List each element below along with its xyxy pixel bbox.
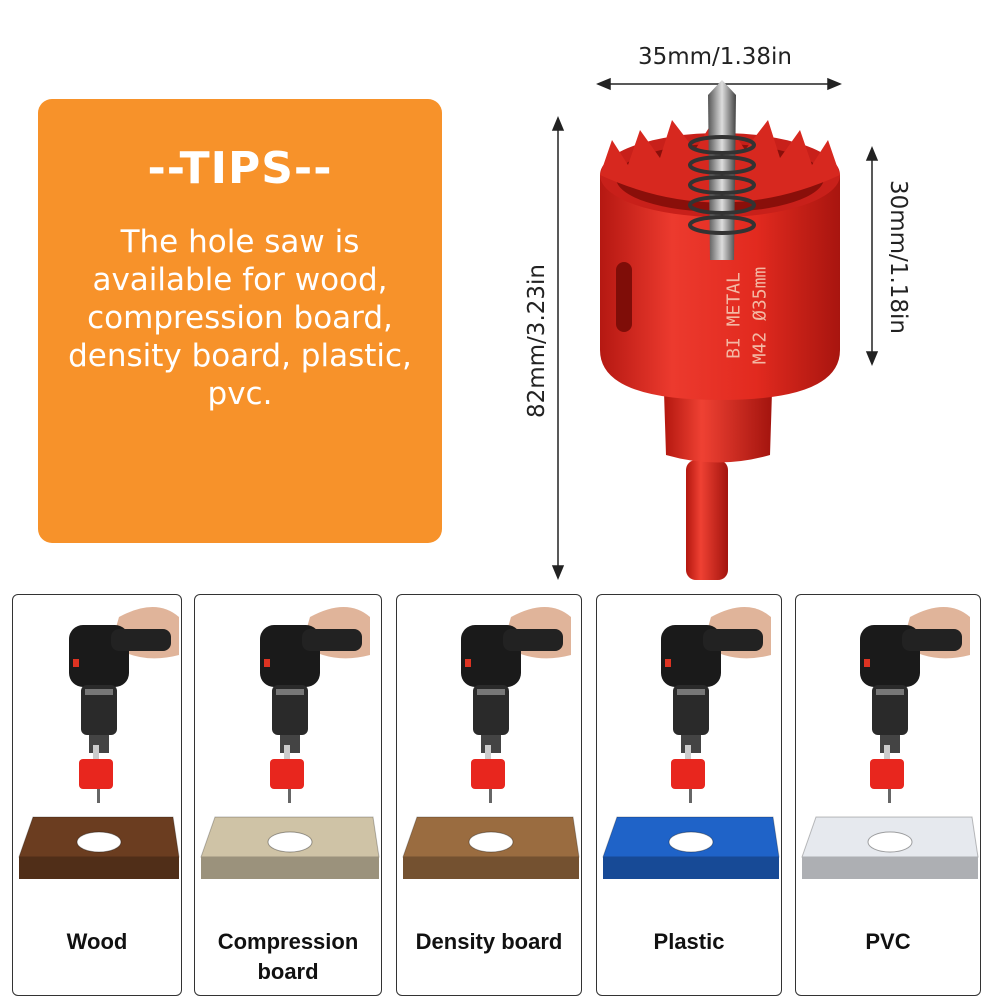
material-label: Compression board [217,929,359,984]
material-panel: PVC [795,594,981,996]
drill-illustration [402,607,580,879]
engraving-line2: M42 Ø35mm [749,266,771,365]
material-panel: Density board [396,594,582,996]
drill-illustration [602,607,780,879]
material-label: Plastic [653,929,725,954]
material-label: Wood [66,929,128,954]
drill-illustration [18,607,180,879]
material-panel: Wood [12,594,182,996]
diameter-label: 35mm/1.38in [637,44,792,70]
material-panel: Compression board [194,594,382,996]
tips-box: --TIPS-- The hole saw is available for w… [38,99,442,543]
material-label: Density board [415,929,563,954]
material-panel: Plastic [596,594,782,996]
tips-title: --TIPS-- [147,143,333,194]
material-label: PVC [865,929,911,954]
drill-illustration [801,607,979,879]
tips-body: The hole saw is available for wood, comp… [68,224,412,412]
drill-illustration [200,607,380,879]
engraving-line1: BI METAL [723,272,745,359]
